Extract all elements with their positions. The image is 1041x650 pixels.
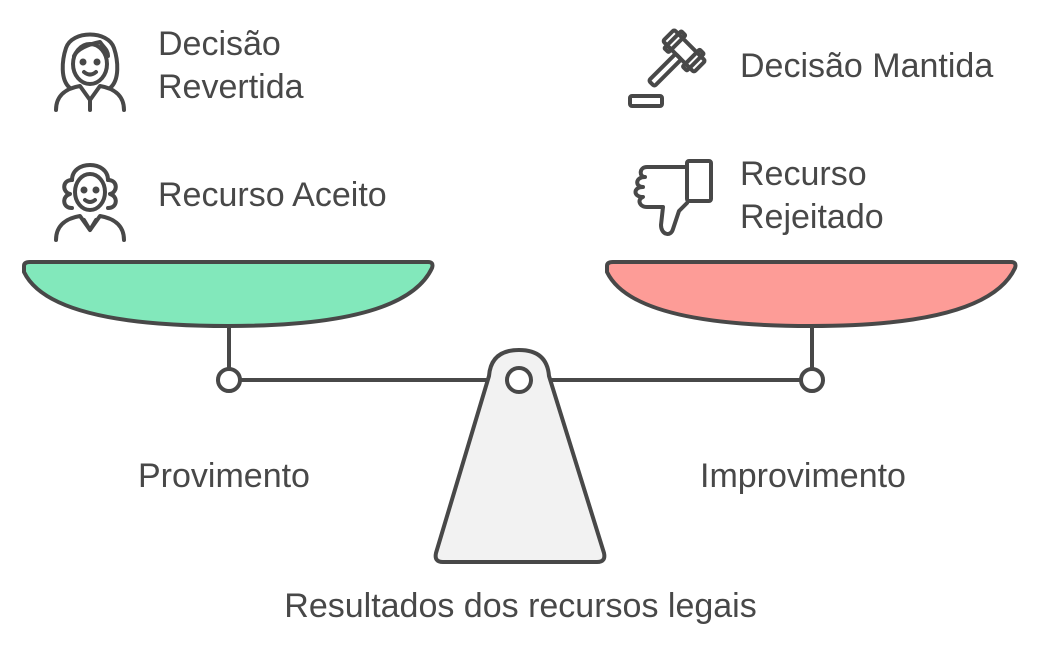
center-pivot <box>505 366 533 394</box>
right-pivot <box>799 367 825 393</box>
gavel-icon <box>628 28 707 108</box>
recurso-rejeitado-label: Recurso Rejeitado <box>740 153 884 239</box>
female-judge-icon <box>54 32 126 112</box>
improvimento-label: Improvimento <box>700 457 906 495</box>
decisao-revertida-label: Decisão Revertida <box>158 23 304 109</box>
decisao-mantida-label: Decisão Mantida <box>740 45 993 88</box>
label-line-2: Revertida <box>158 68 304 106</box>
label-line-1: Recurso Aceito <box>158 176 387 214</box>
caption: Resultados dos recursos legais <box>284 587 757 625</box>
left-pan <box>22 260 435 328</box>
label-line-2: Rejeitado <box>740 198 884 236</box>
right-pan <box>605 260 1018 328</box>
label-line-1: Recurso <box>740 155 867 193</box>
left-pivot <box>216 367 242 393</box>
judge-wig-icon <box>54 163 126 242</box>
thumbs-down-icon <box>633 159 713 236</box>
label-line-1: Decisão Mantida <box>740 47 994 85</box>
provimento-label: Provimento <box>138 457 310 495</box>
fulcrum <box>433 348 607 564</box>
label-line-1: Decisão <box>158 25 281 63</box>
recurso-aceito-label: Recurso Aceito <box>158 174 387 217</box>
